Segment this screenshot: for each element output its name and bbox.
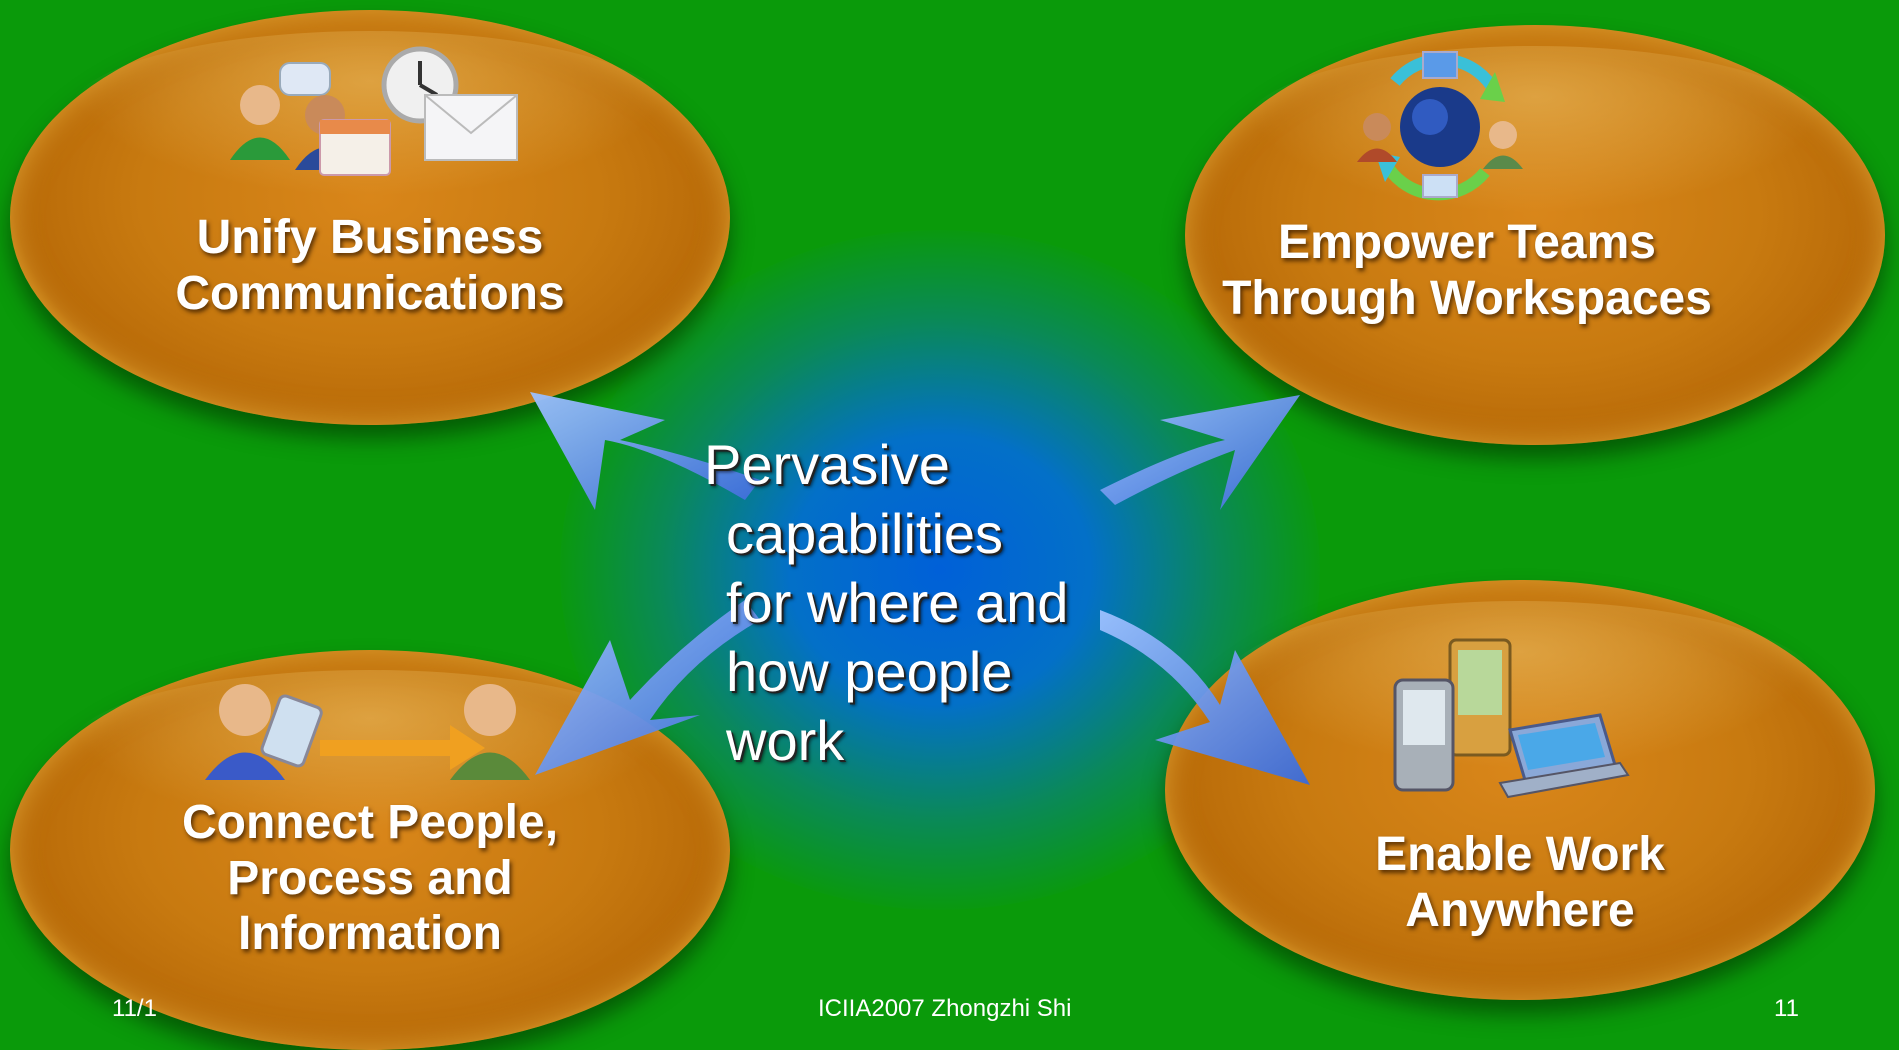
oval-unify-business-communications: Unify Business Communications <box>10 10 730 425</box>
oval-label: Unify Business Communications <box>175 211 565 320</box>
arrow-top-right <box>1100 395 1300 510</box>
mobile-devices-icon <box>1393 638 1630 799</box>
globe-people-sync-icon <box>1357 51 1523 201</box>
arrow-bottom-right <box>1100 610 1310 785</box>
communication-icons <box>230 46 518 176</box>
oval-empower-teams-through-workspaces: Empower Teams Through Workspaces <box>1185 25 1885 445</box>
footer-title: ICIIA2007 Zhongzhi Shi <box>818 995 1072 1022</box>
oval-label: Enable Work Anywhere <box>1375 828 1665 937</box>
footer-page-number: 11 <box>1774 995 1799 1022</box>
footer-date: 11/1 <box>112 995 157 1022</box>
center-statement: Pervasive capabilities for where and how… <box>704 433 1069 772</box>
arrow-bottom-left <box>535 600 760 775</box>
oval-label: Connect People, Process and Information <box>181 796 559 961</box>
oval-connect-people-process-information: Connect People, Process and Information <box>10 650 730 1050</box>
arrow-top-left <box>530 392 760 510</box>
oval-label: Empower Teams Through Workspaces <box>1222 216 1712 325</box>
people-connect-icon <box>205 684 530 780</box>
oval-enable-work-anywhere: Enable Work Anywhere <box>1165 580 1875 1000</box>
